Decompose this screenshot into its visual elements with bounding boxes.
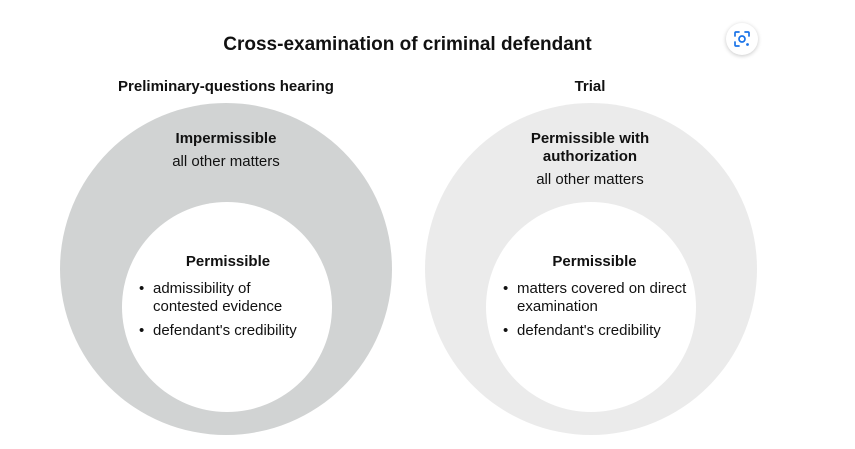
diagram-title: Cross-examination of criminal defendant: [223, 34, 592, 55]
outer-heading-permissible-with: Permissible with: [530, 130, 650, 147]
list-item: matters covered on direct examination: [502, 280, 687, 316]
inner-label-trial: Permissible matters covered on direct ex…: [502, 253, 687, 346]
panel-heading-preliminary-hearing: Preliminary-questions hearing: [118, 78, 334, 95]
inner-heading-permissible: Permissible: [552, 253, 637, 270]
outer-sub-all-other-matters: all other matters: [172, 153, 280, 170]
list-item: defendant's credibility: [502, 322, 687, 340]
permissible-list-trial: matters covered on direct examination de…: [502, 280, 687, 340]
inner-heading-permissible: Permissible: [185, 253, 271, 270]
list-item: defendant's credibility: [138, 322, 318, 340]
outer-label-impermissible: Impermissible all other matters: [96, 130, 356, 171]
google-lens-icon: [734, 31, 750, 47]
outer-heading-impermissible: Impermissible: [175, 130, 277, 147]
outer-heading-authorization: authorization: [542, 148, 638, 165]
panel-heading-trial: Trial: [574, 78, 606, 95]
permissible-list-hearing: admissibility of contested evidence defe…: [138, 280, 318, 340]
inner-label-hearing: Permissible admissibility of contested e…: [138, 253, 318, 346]
outer-sub-all-other-matters: all other matters: [536, 171, 644, 188]
google-lens-button[interactable]: [726, 23, 758, 55]
list-item: admissibility of contested evidence: [138, 280, 318, 316]
outer-label-permissible-with-authorization: Permissible with authorization all other…: [460, 130, 720, 189]
